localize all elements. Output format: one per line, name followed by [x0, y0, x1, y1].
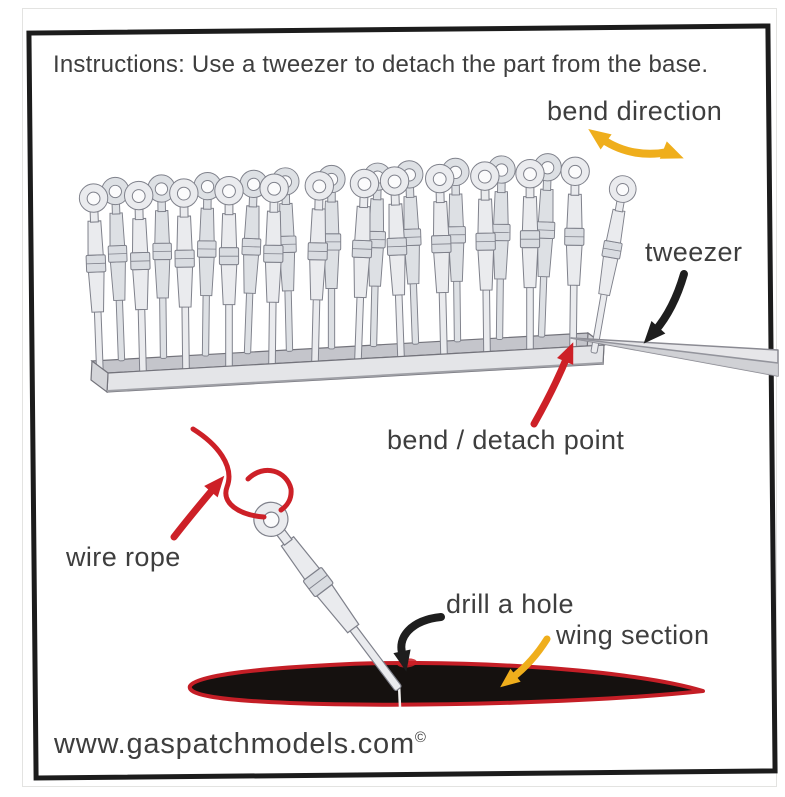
turnbuckle-part: [349, 168, 380, 361]
turnbuckle-part: [193, 172, 222, 357]
tweezer-label: tweezer: [645, 237, 743, 267]
arrowhead: [204, 475, 225, 498]
turnbuckle-part: [169, 178, 199, 371]
tweezer-arrow-icon: [643, 270, 688, 344]
drill-hole-arrow-icon: [393, 613, 445, 672]
wire-rope-arrow-icon: [170, 475, 225, 541]
sprue-base-edge-shadow: [106, 362, 604, 392]
turnbuckle-part: [239, 169, 268, 355]
detached-part: [590, 175, 637, 354]
mounting-illustration: [187, 426, 705, 708]
wing-section-label: wing section: [556, 620, 710, 650]
bend-direction-label: bend direction: [547, 96, 723, 126]
turnbuckle-part: [304, 171, 335, 364]
arrowhead: [659, 141, 684, 159]
bend-detach-arrow-icon: [530, 342, 574, 428]
arrowhead: [588, 129, 612, 150]
turnbuckle-part: [259, 173, 289, 366]
sprue-base-left-end: [90, 359, 109, 394]
tweezer-graphic: [570, 337, 779, 377]
website-text: www.gaspatchmodels.com: [54, 728, 415, 760]
wire-rope-label: wire rope: [66, 542, 181, 572]
wing-section-arrow-icon: [500, 635, 551, 688]
wire-rope-loop: [245, 467, 294, 513]
detached-turnbuckle: [590, 175, 637, 354]
arrowhead: [500, 668, 521, 688]
turnbuckle-part: [515, 158, 545, 352]
bend-direction-arrow-icon: [588, 129, 684, 159]
turnbuckle-sprue: [78, 153, 606, 394]
sprue-front-row: [78, 156, 590, 376]
annotation-arrows: [170, 129, 688, 688]
mounted-part: [253, 501, 402, 691]
turnbuckle-part: [214, 175, 244, 369]
arrowhead: [557, 342, 574, 365]
instruction-title: Instructions: Use a tweezer to detach th…: [53, 51, 709, 78]
turnbuckle-part: [560, 156, 590, 349]
scan-page-edge: [22, 8, 777, 787]
turnbuckle-part: [470, 161, 500, 354]
turnbuckle-part: [424, 163, 455, 357]
arrowhead: [643, 320, 666, 344]
copyright-symbol: ©: [414, 729, 426, 746]
bend-detach-point-label: bend / detach point: [387, 425, 625, 455]
watermark: www.gaspatchmodels.com©: [54, 728, 426, 761]
turnbuckle-part: [78, 183, 109, 376]
tweezer-lower-prong: [571, 338, 778, 376]
wire-rope-graphic: [190, 426, 294, 520]
wire-rope-strand: [190, 426, 267, 520]
turnbuckle-part: [395, 160, 424, 345]
wing-section-graphic: [187, 661, 705, 707]
turnbuckle-part: [379, 166, 410, 359]
turnbuckle-part: [147, 174, 176, 359]
turnbuckle-part: [123, 180, 154, 374]
arrowhead: [393, 649, 411, 672]
turnbuckle-part: [441, 157, 470, 343]
turnbuckle-part: [533, 153, 562, 338]
tweezer-prong-split: [570, 337, 779, 364]
drill-a-hole-label: drill a hole: [446, 589, 574, 619]
mounted-turnbuckle: [253, 501, 402, 691]
